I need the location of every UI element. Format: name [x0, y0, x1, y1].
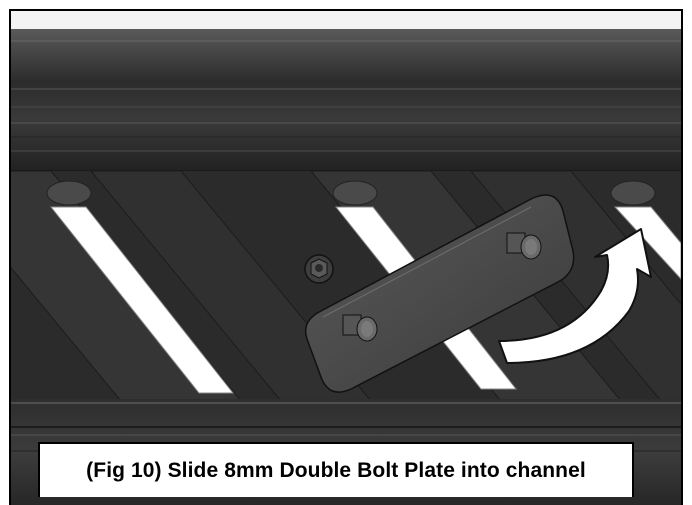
caption-text: (Fig 10) Slide 8mm Double Bolt Plate int… [86, 458, 586, 482]
double-bolt-plate [304, 194, 575, 393]
rotate-arrow-icon [498, 228, 652, 364]
upper-rail [11, 29, 681, 179]
bolt-right [506, 232, 542, 260]
channel-illustration [11, 11, 681, 505]
figure-caption: (Fig 10) Slide 8mm Double Bolt Plate int… [38, 442, 634, 497]
bolt-left [342, 314, 378, 342]
hex-nut [304, 254, 334, 284]
figure-frame [9, 9, 683, 505]
background-strip [11, 11, 681, 29]
